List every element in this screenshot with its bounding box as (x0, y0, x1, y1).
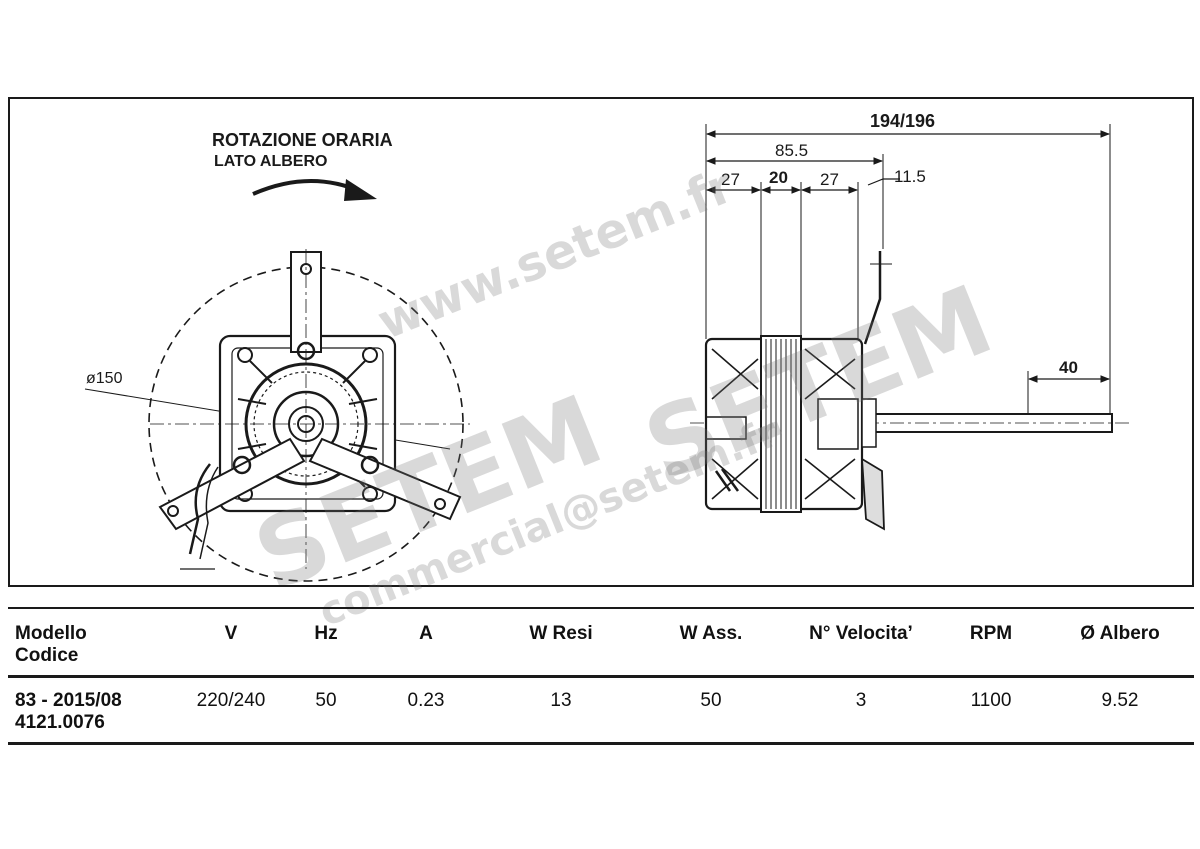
side-bracket-bottom (860, 457, 885, 531)
right-mounting-bracket (308, 437, 462, 521)
cell-w-resi: 13 (486, 676, 636, 745)
dim-20: 20 (769, 168, 788, 187)
dim-27-right: 27 (820, 170, 839, 189)
cell-codice: 4121.0076 (15, 712, 105, 733)
header-voltage: V (176, 607, 286, 678)
dim-40: 40 (1059, 358, 1078, 377)
cell-shaft-diameter: 9.52 (1046, 676, 1194, 745)
table-row: 83 - 2015/08 4121.0076 220/240 50 0.23 1… (8, 676, 1194, 745)
header-frequency: Hz (286, 607, 366, 678)
rotation-label-line1: ROTAZIONE ORARIA (212, 130, 393, 150)
header-w-resi: W Resi (486, 607, 636, 678)
header-codice: Codice (15, 645, 79, 666)
front-view: ø150 (84, 249, 470, 582)
header-shaft-diameter: Ø Albero (1046, 607, 1194, 678)
table-header-row: Modello Codice V Hz A W Resi W Ass. N° V… (8, 607, 1194, 678)
specifications-table: Modello Codice V Hz A W Resi W Ass. N° V… (8, 607, 1194, 745)
header-rpm: RPM (936, 607, 1046, 678)
side-view: 194/196 85.5 27 20 27 11.5 40 (690, 111, 1130, 531)
rotation-label-line2: LATO ALBERO (214, 153, 327, 170)
cell-rpm: 1100 (936, 676, 1046, 745)
cell-current: 0.23 (366, 676, 486, 745)
header-modello: Modello (15, 623, 87, 644)
cell-modello-codice: 83 - 2015/08 4121.0076 (8, 676, 176, 745)
technical-drawing: ROTAZIONE ORARIA LATO ALBERO ø150 (8, 97, 1194, 587)
header-speeds: N° Velocita’ (786, 607, 936, 678)
motor-drawing-svg: ROTAZIONE ORARIA LATO ALBERO ø150 (84, 111, 1130, 582)
rotation-arrowhead-icon (344, 179, 377, 201)
cell-modello: 83 - 2015/08 (15, 690, 122, 711)
diameter-label: ø150 (86, 370, 123, 387)
header-w-ass: W Ass. (636, 607, 786, 678)
side-bracket-top (863, 251, 882, 345)
header-modello-codice: Modello Codice (8, 607, 176, 678)
header-current: A (366, 607, 486, 678)
cell-w-ass: 50 (636, 676, 786, 745)
cell-frequency: 50 (286, 676, 366, 745)
wire-lead (188, 463, 211, 555)
dim-total-length: 194/196 (870, 111, 935, 131)
cell-voltage: 220/240 (176, 676, 286, 745)
side-wire-lead (714, 468, 740, 492)
dim-11-5: 11.5 (894, 167, 926, 186)
dim-85-5: 85.5 (775, 141, 808, 160)
cell-speeds: 3 (786, 676, 936, 745)
dim-27-left: 27 (721, 170, 740, 189)
